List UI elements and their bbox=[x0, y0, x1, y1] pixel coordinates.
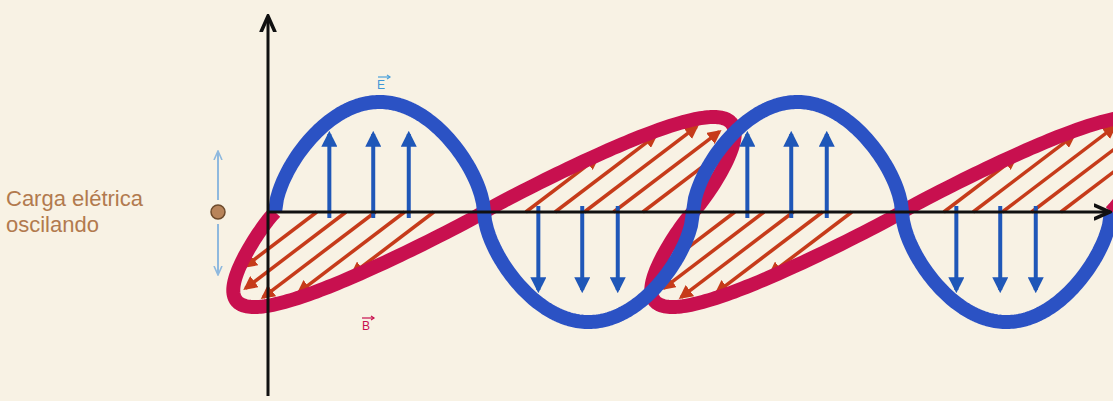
vertical-axis bbox=[267, 18, 270, 396]
magnetic-field-arrow bbox=[1061, 150, 1113, 212]
vector-arrow bbox=[387, 75, 390, 79]
magnetic-field-wave bbox=[233, 117, 1113, 307]
electric-field-arrow bbox=[954, 206, 958, 290]
vector-arrow bbox=[371, 316, 374, 320]
vector-arrow bbox=[378, 76, 390, 77]
electric-field-arrow bbox=[1034, 206, 1038, 290]
oscillation-arrow bbox=[217, 152, 219, 200]
electric-field-arrow bbox=[745, 134, 749, 218]
oscillation-arrow bbox=[217, 224, 219, 274]
electric-field-arrow bbox=[825, 134, 829, 218]
charge-label: Carga elétrica oscilando bbox=[6, 186, 184, 239]
electric-field-arrow bbox=[371, 134, 375, 218]
field-symbol: B bbox=[362, 320, 370, 332]
electric-field-arrow bbox=[536, 206, 540, 290]
electric-field-arrow bbox=[327, 134, 331, 218]
vector-arrow bbox=[362, 317, 374, 318]
electric-field-arrow bbox=[789, 134, 793, 218]
electric-field-arrow bbox=[616, 206, 620, 290]
field-symbol: E bbox=[377, 79, 385, 91]
propagation-axis bbox=[268, 211, 1108, 214]
electric-field-arrow bbox=[580, 206, 584, 290]
electric-field-arrow bbox=[407, 134, 411, 218]
electric-field-arrow bbox=[998, 206, 1002, 290]
electric-charge bbox=[211, 205, 225, 219]
